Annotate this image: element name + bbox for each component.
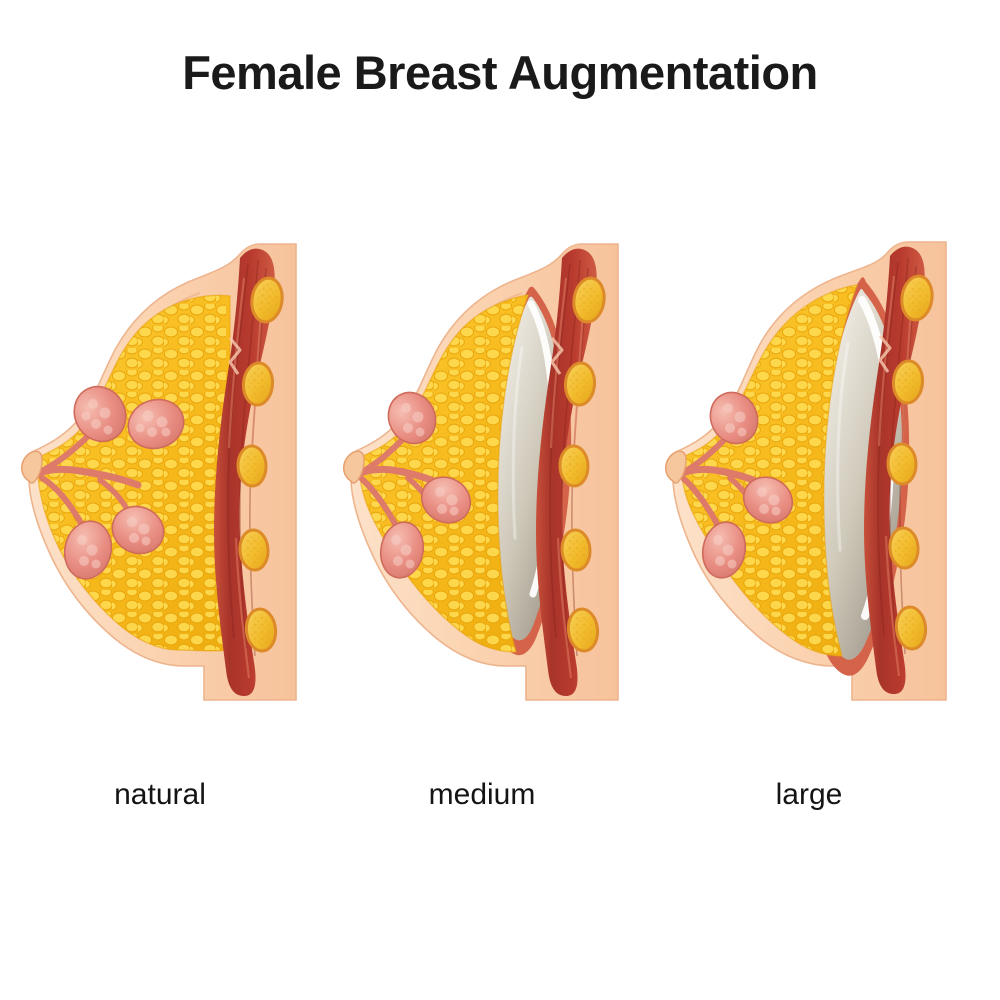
rib <box>894 605 928 651</box>
figure-medium: medium <box>330 238 650 811</box>
rib <box>566 607 600 653</box>
rib <box>238 528 270 572</box>
rib <box>560 528 592 572</box>
rib <box>236 444 268 488</box>
figure-label-natural: natural <box>114 778 206 811</box>
muscle-notch <box>550 337 564 375</box>
chest-wall <box>864 246 934 694</box>
breast-cross-section-medium <box>343 243 619 701</box>
page-title: Female Breast Augmentation <box>182 46 818 99</box>
rib <box>900 274 934 322</box>
rib <box>886 442 918 486</box>
implant-highlight-secondary <box>511 346 524 540</box>
rib <box>241 361 275 407</box>
nipple <box>21 450 43 484</box>
mammary-lobule <box>111 505 165 555</box>
breast-cross-section-natural <box>21 243 297 701</box>
lobule-texture <box>77 399 171 569</box>
rib <box>244 607 278 653</box>
lobule-texture <box>713 403 781 569</box>
muscle-notch <box>228 337 242 375</box>
pectoral-muscle <box>864 246 925 694</box>
mammary-gland-system <box>674 391 794 579</box>
breast-cross-section-large <box>665 241 947 701</box>
pectoral-muscle <box>214 248 275 696</box>
rib <box>558 444 590 488</box>
pectoral-muscle <box>536 248 597 696</box>
rib <box>563 361 597 407</box>
figure-label-large: large <box>775 778 843 811</box>
rib <box>888 526 920 570</box>
figure-natural: natural <box>8 238 328 811</box>
rib <box>572 276 606 324</box>
implant-highlight-secondary <box>836 342 850 552</box>
rib-group <box>558 276 606 653</box>
lobule-texture <box>391 403 459 569</box>
mammary-gland-system <box>30 385 185 580</box>
rib <box>250 276 284 324</box>
rib-group <box>236 276 284 653</box>
chest-wall <box>214 248 284 696</box>
nipple <box>665 450 687 484</box>
figure-label-medium: medium <box>428 778 536 811</box>
nipple <box>343 450 365 484</box>
mammary-lobule <box>127 398 185 450</box>
figure-large: large <box>652 238 982 811</box>
chest-wall <box>536 248 606 696</box>
rib-group <box>886 274 934 651</box>
mammary-gland-system <box>352 391 472 579</box>
muscle-notch <box>878 335 892 373</box>
rib <box>891 359 925 405</box>
